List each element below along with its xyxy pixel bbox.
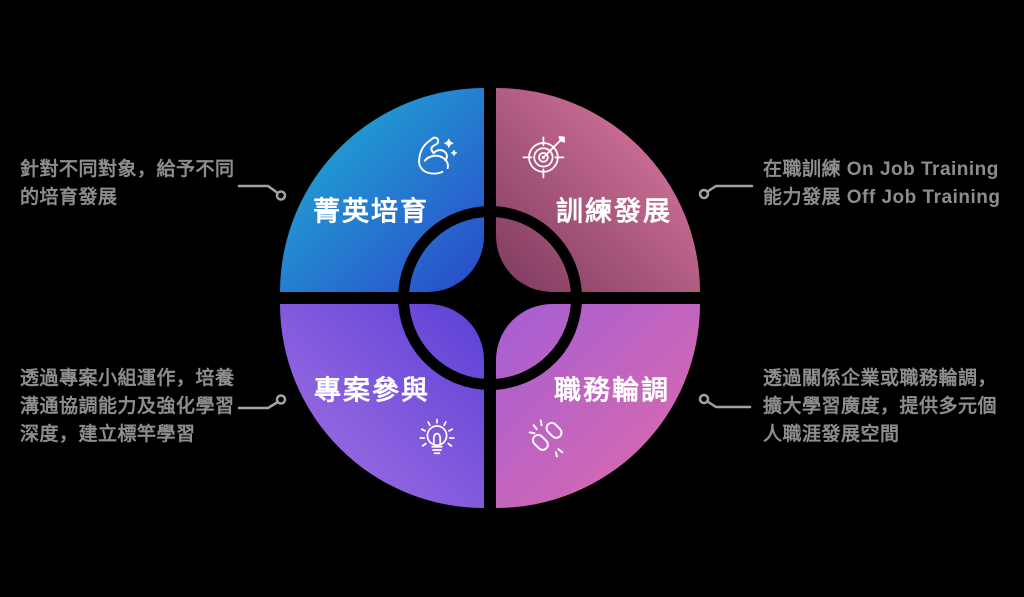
quadrant-project-participation: 專案參與 — [280, 304, 484, 508]
connector-bottom-right — [698, 393, 752, 409]
note-training-development: 在職訓練 On Job Training 能力發展 Off Job Traini… — [763, 156, 1000, 212]
quadrant-elite-development: 菁英培育 — [280, 88, 484, 292]
note-line: 透過關係企業或職務輪調， — [763, 368, 998, 389]
quadrant-label-rotation: 職務輪調 — [554, 375, 670, 406]
quadrant-training-development: 訓練發展 — [496, 88, 700, 292]
target-arrow-icon — [521, 131, 569, 179]
note-line: 擴大學習廣度，提供多元個 — [763, 396, 998, 417]
quadrant-label-project: 專案參與 — [314, 375, 430, 406]
note-line: 透過專案小組運作，培養 — [20, 368, 235, 389]
note-elite-development: 針對不同對象，給予不同 的培育發展 — [20, 156, 235, 212]
quadrant-job-rotation: 職務輪調 — [496, 304, 700, 508]
connector-top-left — [237, 184, 287, 201]
note-project-participation: 透過專案小組運作，培養 溝通協調能力及強化學習 深度，建立標竿學習 — [20, 365, 235, 449]
note-line: 能力發展 Off Job Training — [763, 187, 1001, 208]
chain-link-icon — [524, 414, 572, 462]
note-line: 人職涯發展空間 — [763, 424, 900, 445]
quadrant-label-elite: 菁英培育 — [313, 196, 429, 227]
connector-bottom-left — [237, 394, 287, 410]
connector-top-right — [698, 184, 754, 200]
note-line: 的培育發展 — [20, 187, 118, 208]
lightbulb-icon — [413, 414, 461, 462]
quadrant-label-training: 訓練發展 — [556, 196, 672, 227]
note-line: 深度，建立標竿學習 — [20, 424, 196, 445]
note-line: 針對不同對象，給予不同 — [20, 159, 235, 180]
muscle-arm-icon — [412, 131, 460, 179]
note-line: 在職訓練 On Job Training — [763, 159, 999, 180]
quadrant-wheel: 菁英培育 訓練發展 — [280, 88, 700, 508]
note-line: 溝通協調能力及強化學習 — [20, 396, 235, 417]
note-job-rotation: 透過關係企業或職務輪調， 擴大學習廣度，提供多元個 人職涯發展空間 — [763, 365, 997, 449]
